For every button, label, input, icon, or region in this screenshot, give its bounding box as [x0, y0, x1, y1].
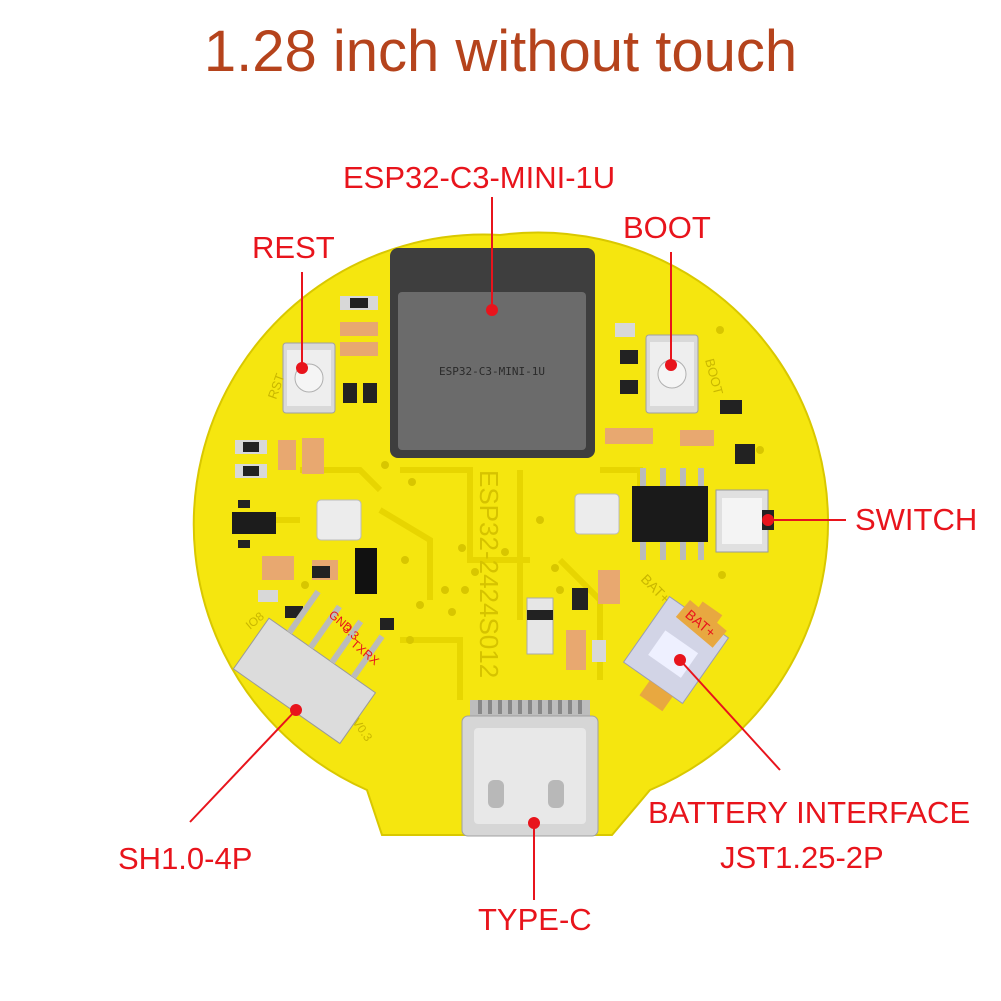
part-number-silk: ESP32-2424S012 [474, 470, 504, 678]
rst-button-component: RST [265, 342, 336, 414]
usb-c-connector [461, 700, 599, 837]
callout-sh-connector: SH1.0-4P [118, 841, 253, 876]
sh-connector [232, 589, 385, 745]
callout-battery-type: JST1.25-2P [720, 840, 884, 875]
leader-lines [189, 197, 846, 900]
callout-battery-interface: BATTERY INTERFACE [648, 795, 971, 830]
esp32-module: ESP32-C3-MINI-1U [390, 248, 595, 458]
callout-rest: REST [252, 230, 335, 265]
callout-switch: SWITCH [855, 502, 978, 537]
module-marking: ESP32-C3-MINI-1U [439, 365, 545, 378]
switch-component [715, 489, 774, 553]
passive-components [232, 296, 755, 670]
callout-boot: BOOT [623, 210, 711, 245]
callout-type-c: TYPE-C [478, 902, 592, 937]
callout-module: ESP32-C3-MINI-1U [343, 160, 616, 195]
page-title: 1.28 inch without touch [203, 19, 798, 84]
